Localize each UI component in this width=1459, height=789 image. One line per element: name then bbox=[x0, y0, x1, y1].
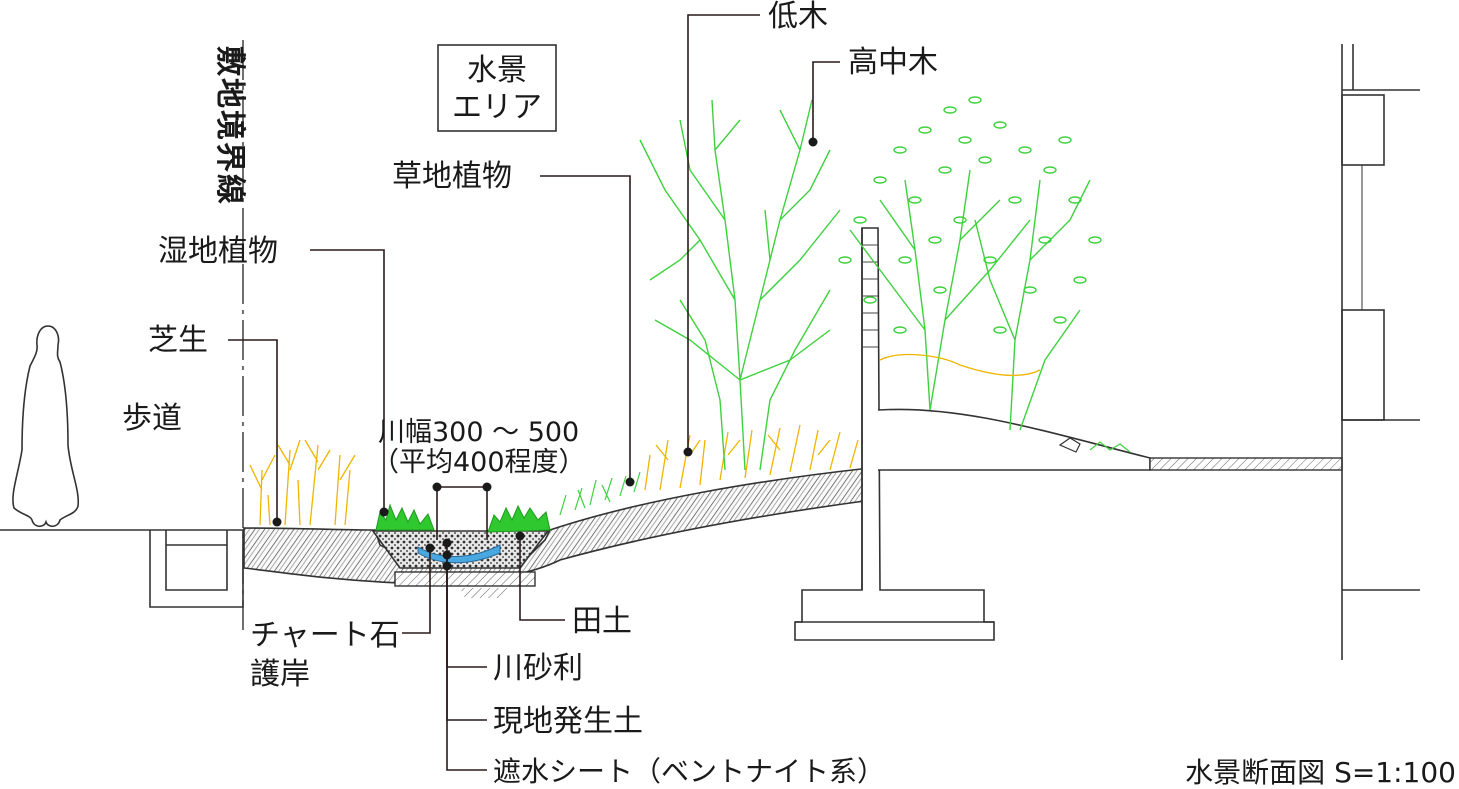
sidewalk-label: 歩道 bbox=[122, 401, 182, 436]
gutter-box bbox=[149, 530, 244, 608]
area-box bbox=[437, 44, 557, 132]
width-dimension bbox=[432, 482, 492, 540]
low-tree bbox=[639, 99, 841, 471]
area-label-line2: エリア bbox=[452, 90, 542, 125]
stream-footing bbox=[394, 571, 536, 587]
wetland-plants-label: 湿地植物 bbox=[158, 234, 278, 269]
site-soil-label: 現地発生土 bbox=[493, 704, 643, 739]
grass-plants-label: 草地植物 bbox=[392, 159, 512, 194]
gutter-box-inner bbox=[165, 530, 228, 591]
area-label-line1: 水景 bbox=[467, 53, 527, 88]
tall-trees bbox=[838, 96, 1131, 453]
water-sheet-label: 遮水シート（ベントナイト系） bbox=[493, 755, 885, 788]
wetland-plants bbox=[375, 471, 641, 533]
boundary-label: 敷地境界線 bbox=[212, 46, 247, 206]
width-label-line2: （平均400程度） bbox=[372, 447, 586, 478]
lawn-label: 芝生 bbox=[148, 323, 208, 358]
upper-paving bbox=[1149, 457, 1343, 471]
tall-tree-label: 高中木 bbox=[848, 45, 938, 80]
person-silhouette bbox=[12, 325, 80, 528]
river-gravel-label: 川砂利 bbox=[493, 651, 583, 686]
water-surface bbox=[417, 544, 501, 564]
width-label-line1: 川幅300 ～ 500 bbox=[378, 417, 579, 448]
paddy-soil-label: 田土 bbox=[572, 604, 632, 639]
chert-label-line2: 護岸 bbox=[250, 657, 310, 692]
retaining-wall bbox=[794, 227, 995, 641]
lawn-shrubs bbox=[249, 424, 859, 526]
leader-lines bbox=[228, 14, 840, 771]
building bbox=[1341, 44, 1420, 660]
upper-slope bbox=[877, 408, 1151, 471]
caption: 水景断面図 S=1:100 bbox=[1185, 756, 1456, 789]
chert-label-line1: チャート石 bbox=[250, 618, 400, 653]
labels: 水景 エリア 敷地境界線 低木 高中木 草地植物 湿地植物 芝生 歩道 川幅30… bbox=[122, 0, 1456, 789]
low-tree-label: 低木 bbox=[768, 0, 828, 34]
